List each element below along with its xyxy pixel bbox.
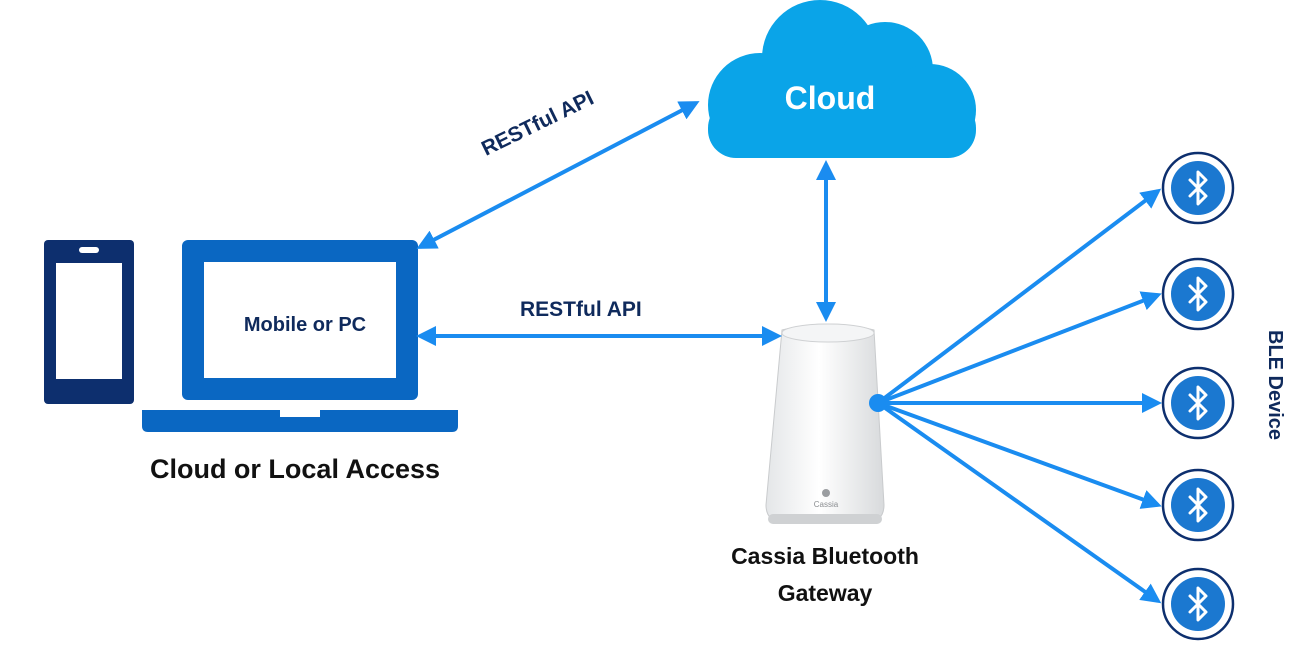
arrow-gateway-ble-1 — [876, 188, 1162, 405]
cloud-label: Cloud — [784, 80, 876, 116]
ble-device-3 — [1161, 366, 1235, 440]
cloud-shape — [708, 0, 976, 158]
laptop-icon — [142, 240, 458, 432]
bluetooth-icon — [1188, 487, 1208, 523]
ble-device-1 — [1161, 151, 1235, 225]
arrow-gateway-ble-5 — [876, 401, 1162, 604]
gateway-logo-icon — [822, 489, 830, 497]
arrow-gateway-ble-4 — [877, 401, 1162, 509]
gateway-brand: Cassia — [814, 500, 839, 509]
gateway-caption: Cassia Bluetooth Gateway — [731, 543, 919, 606]
arrow-gateway-ble-2 — [877, 291, 1162, 405]
bluetooth-icon — [1188, 586, 1208, 622]
arrows — [416, 101, 1162, 604]
gateway-hub-dot — [869, 394, 887, 412]
restful-api-label-local: RESTful API — [520, 298, 642, 321]
ble-device-2 — [1161, 257, 1235, 331]
laptop-screen-label: Mobile or PC — [243, 314, 367, 336]
gateway-device: Cassia — [765, 323, 885, 524]
ble-device-4 — [1161, 468, 1235, 542]
ble-device-caption: BLE Device — [1264, 330, 1286, 441]
bluetooth-icon — [1188, 385, 1208, 421]
access-caption: Cloud or Local Access — [149, 454, 441, 484]
bluetooth-icon — [1188, 276, 1208, 312]
arrow-laptop-cloud — [416, 101, 700, 249]
bluetooth-icon — [1188, 170, 1208, 206]
mobile-phone-icon — [44, 240, 134, 404]
ble-device-5 — [1161, 567, 1235, 641]
